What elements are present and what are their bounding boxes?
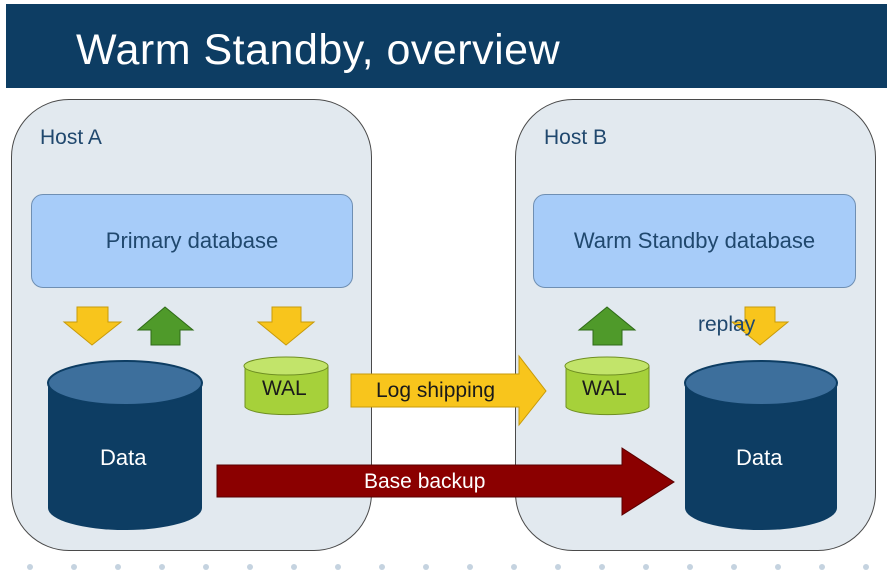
log-shipping-label: Log shipping: [376, 379, 496, 402]
wal-cylinder-b: [564, 356, 650, 416]
host-a-label: Host A: [40, 126, 102, 149]
wal-b-label: WAL: [582, 377, 627, 400]
log-shipping-arrow-icon: [350, 354, 547, 427]
footer-dots: [27, 564, 869, 570]
base-backup-label: Base backup: [364, 470, 486, 493]
replay-arrow-down-icon: [730, 306, 790, 346]
wal-read-arrow-up-icon: [577, 306, 637, 346]
standby-database-label: Warm Standby database: [573, 228, 816, 253]
data-b-label: Data: [736, 445, 783, 470]
base-backup-arrow-icon: [216, 447, 675, 516]
write-arrow-down-icon: [62, 306, 123, 346]
data-cylinder-a: [47, 360, 203, 530]
host-b-label: Host B: [544, 126, 608, 149]
title-bar: Warm Standby, overview: [6, 4, 887, 88]
data-cylinder-b: [684, 360, 838, 530]
primary-database-box: Primary database: [31, 194, 353, 288]
wal-a-label: WAL: [262, 377, 307, 400]
data-a-label: Data: [100, 445, 147, 470]
wal-write-arrow-down-icon: [256, 306, 316, 346]
wal-cylinder-a: [243, 356, 329, 416]
slide-title: Warm Standby, overview: [76, 26, 561, 74]
standby-database-box: Warm Standby database: [533, 194, 856, 288]
replay-label: replay: [698, 313, 756, 336]
primary-database-label: Primary database: [105, 228, 279, 253]
read-arrow-up-icon: [136, 306, 195, 346]
